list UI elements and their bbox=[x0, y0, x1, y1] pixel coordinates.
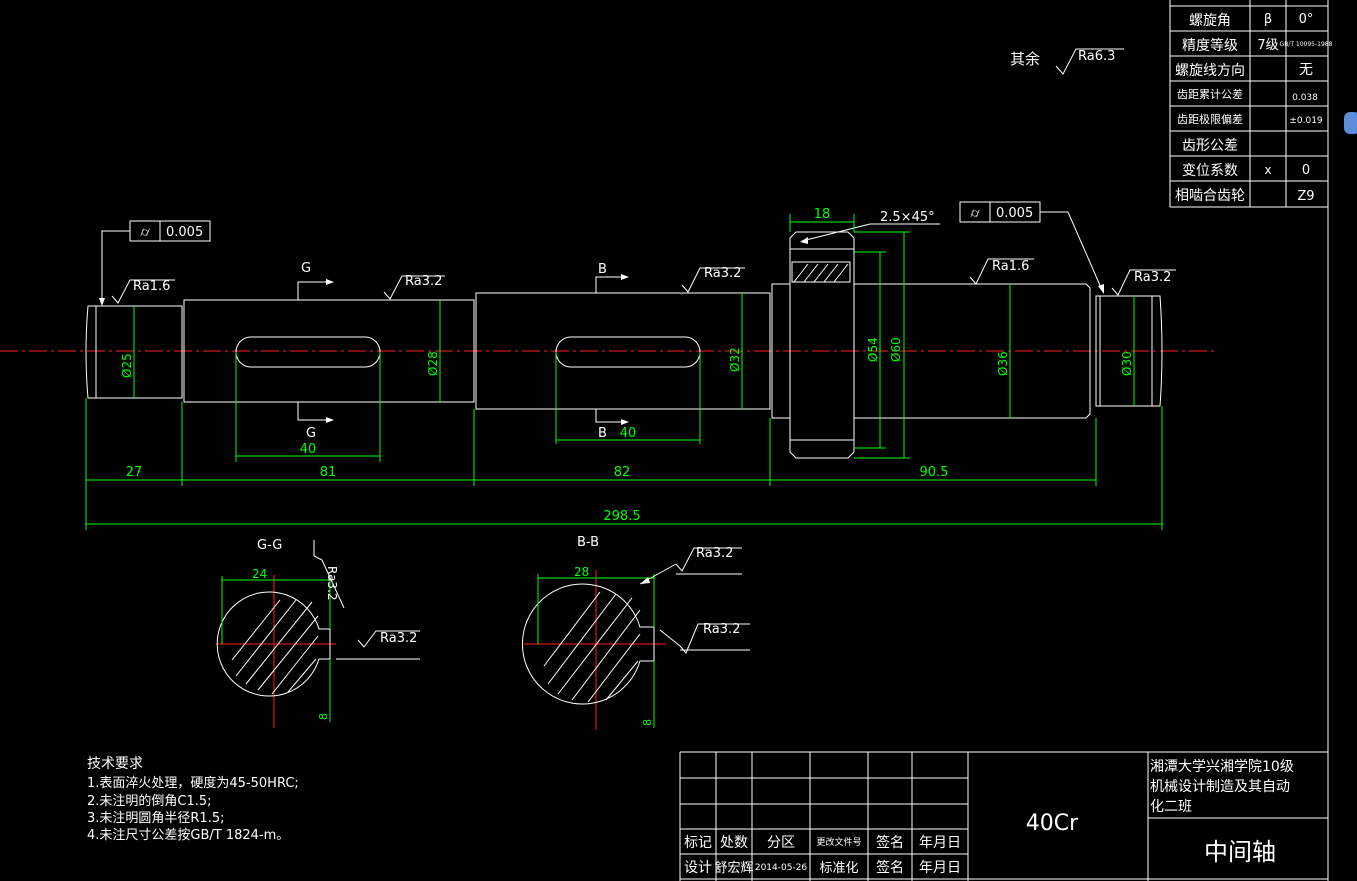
dimension-label: 82 bbox=[614, 465, 631, 480]
title-cell: 标准化 bbox=[819, 861, 858, 876]
chamfer-label: 2.5×45° bbox=[880, 210, 935, 225]
tolerance-frame-left: ⌭ 0.005 bbox=[99, 220, 211, 306]
section-view-gg: G-G 24 8 Ra3.2 Ra3.2 bbox=[216, 538, 420, 728]
title-cell: 设计 bbox=[684, 860, 712, 876]
roughness-label: Ra3.2 bbox=[704, 266, 741, 281]
roughness-label: Ra3.2 bbox=[380, 631, 417, 646]
school-line: 湘潭大学兴湘学院10级 bbox=[1150, 758, 1294, 775]
tolerance-right-value: 0.005 bbox=[996, 206, 1033, 221]
gear-row-symbol: x bbox=[1264, 163, 1271, 177]
dimension-label: 298.5 bbox=[603, 509, 640, 524]
gear-row-value: GB/T 10095-1988 bbox=[1280, 41, 1333, 48]
gear-row-name: 螺旋角 bbox=[1189, 13, 1231, 29]
general-roughness-value: Ra6.3 bbox=[1078, 49, 1115, 64]
title-cell: 年月日 bbox=[919, 860, 961, 876]
general-roughness-label: 其余 bbox=[1010, 50, 1040, 68]
title-cell: 舒宏辉 bbox=[714, 861, 753, 876]
gear-row-value: 0° bbox=[1299, 12, 1314, 27]
shaft-outline bbox=[85, 231, 1163, 459]
gear-row-value: Z9 bbox=[1297, 189, 1314, 204]
dimension-label: 90.5 bbox=[920, 465, 949, 480]
diameter-label: Ø25 bbox=[120, 353, 134, 378]
gear-parameter-table: 螺旋角 β 0° 精度等级 7级 GB/T 10095-1988 螺旋线方向 无… bbox=[1169, 0, 1333, 881]
dimension-label: 81 bbox=[320, 465, 337, 480]
tech-item: 4.未注尺寸公差按GB/T 1824-m。 bbox=[87, 828, 289, 843]
cylindricity-icon: ⌭ bbox=[970, 206, 980, 221]
title-block: 标记 处数 分区 更改文件号 签名 年月日 设计 舒宏辉 2014-05-26 … bbox=[679, 751, 1328, 881]
title-cell: 年月日 bbox=[919, 835, 961, 851]
dimension-lines: 18 Ø25 Ø28 Ø32 Ø54 Ø60 Ø36 Ø30 40 bbox=[85, 207, 1163, 530]
roughness-label: Ra3.2 bbox=[696, 546, 733, 561]
chamfer-callout: 2.5×45° bbox=[800, 210, 940, 244]
gear-row-name: 齿距累计公差 bbox=[1177, 87, 1243, 101]
dimension-label: 40 bbox=[620, 426, 637, 441]
section-marker-b: B B bbox=[595, 262, 629, 441]
tech-title: 技术要求 bbox=[87, 756, 143, 772]
section-width-label: 28 bbox=[574, 565, 589, 579]
section-title: B-B bbox=[577, 535, 599, 550]
tech-item: 2.未注明的倒角C1.5; bbox=[87, 793, 212, 809]
dimension-label: 18 bbox=[814, 207, 831, 222]
gear-row-name: 相啮合齿轮 bbox=[1175, 188, 1245, 204]
dimension-label: 40 bbox=[300, 442, 317, 457]
section-title: G-G bbox=[257, 538, 282, 553]
roughness-label: Ra1.6 bbox=[992, 259, 1029, 274]
part-name: 中间轴 bbox=[1204, 838, 1276, 866]
section-depth-label: 8 bbox=[641, 719, 654, 726]
title-cell: 签名 bbox=[876, 834, 904, 851]
section-marker-g: G G bbox=[297, 261, 334, 441]
gear-row-symbol: 7级 bbox=[1257, 38, 1278, 53]
gear-row-name: 齿形公差 bbox=[1182, 138, 1238, 154]
school-line: 机械设计制造及其自动 bbox=[1150, 779, 1290, 795]
section-width-label: 24 bbox=[252, 567, 267, 581]
gear-row-symbol: β bbox=[1264, 12, 1272, 27]
diameter-label: Ø30 bbox=[1120, 351, 1134, 376]
diameter-label: Ø32 bbox=[728, 347, 742, 372]
side-scroll-handle[interactable] bbox=[1344, 112, 1357, 134]
title-cell: 更改文件号 bbox=[816, 836, 861, 848]
roughness-label: Ra1.6 bbox=[133, 279, 170, 294]
gear-row-value: 0 bbox=[1302, 163, 1310, 178]
general-roughness: 其余 Ra6.3 bbox=[1010, 48, 1124, 75]
section-view-bb: B-B 28 8 Ra3.2 Ra3.2 bbox=[521, 535, 750, 730]
gear-row-name: 螺旋线方向 bbox=[1175, 63, 1245, 79]
title-cell: 标记 bbox=[684, 835, 712, 851]
material-label: 40Cr bbox=[1026, 811, 1079, 836]
section-depth-label: 8 bbox=[317, 713, 330, 720]
title-cell: 签名 bbox=[876, 859, 904, 876]
roughness-label: Ra3.2 bbox=[703, 622, 740, 637]
title-cell: 分区 bbox=[767, 835, 795, 851]
diameter-label: Ø28 bbox=[426, 351, 440, 376]
roughness-label: Ra3.2 bbox=[325, 566, 339, 601]
title-cell: 处数 bbox=[720, 835, 748, 851]
tolerance-frame-right: ⌭ 0.005 bbox=[959, 201, 1104, 294]
section-letter: G bbox=[306, 426, 316, 441]
dimension-label: 27 bbox=[126, 465, 143, 480]
gear-row-value: 0.038 bbox=[1292, 93, 1318, 103]
section-letter: G bbox=[301, 261, 311, 276]
tolerance-left-value: 0.005 bbox=[166, 225, 203, 240]
school-line: 化二班 bbox=[1150, 799, 1192, 815]
roughness-label: Ra3.2 bbox=[1134, 270, 1171, 285]
diameter-label: Ø36 bbox=[996, 351, 1010, 376]
gear-row-value: 无 bbox=[1299, 62, 1313, 78]
section-letter: B bbox=[598, 262, 607, 277]
title-cell: 2014-05-26 bbox=[755, 863, 808, 873]
roughness-marks: Ra1.6 Ra3.2 Ra3.2 Ra1.6 Ra3.2 bbox=[111, 258, 1176, 304]
gear-row-name: 变位系数 bbox=[1182, 163, 1238, 179]
roughness-symbol-icon bbox=[1055, 48, 1124, 75]
diameter-label: Ø54 bbox=[866, 337, 880, 362]
tech-item: 1.表面淬火处理，硬度为45-50HRC; bbox=[87, 775, 299, 791]
gear-row-value: ±0.019 bbox=[1289, 116, 1323, 126]
technical-requirements: 技术要求 1.表面淬火处理，硬度为45-50HRC; 2.未注明的倒角C1.5;… bbox=[87, 756, 299, 843]
gear-row-name: 齿距极限偏差 bbox=[1177, 112, 1243, 126]
diameter-label: Ø60 bbox=[889, 337, 903, 362]
tech-item: 3.未注明圆角半径R1.5; bbox=[87, 811, 225, 826]
gear-row-name: 精度等级 bbox=[1182, 37, 1238, 54]
cylindricity-icon: ⌭ bbox=[140, 225, 150, 240]
roughness-label: Ra3.2 bbox=[405, 274, 442, 289]
section-letter: B bbox=[598, 426, 607, 441]
